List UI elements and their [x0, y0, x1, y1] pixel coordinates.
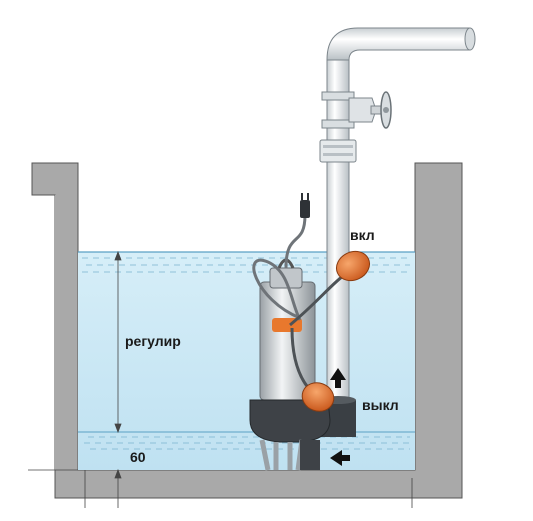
submersible-pump — [249, 258, 331, 471]
float-on-label: вкл — [350, 227, 375, 243]
tank-walls — [31, 162, 463, 499]
float-switch-upper — [335, 250, 371, 282]
arrow-left-icon — [330, 450, 350, 466]
valve-wheel-icon — [348, 91, 392, 129]
float-off-label: выкл — [362, 397, 399, 413]
plug-icon — [300, 193, 310, 218]
float-switch-lower — [301, 382, 335, 412]
power-cable — [252, 214, 307, 321]
min-level-label: 60 — [130, 449, 146, 465]
water-volume — [78, 251, 415, 470]
dimension-lines — [28, 250, 413, 508]
adjustable-range-label: регулир — [125, 333, 181, 349]
arrow-up-icon — [330, 368, 346, 388]
discharge-pipe — [319, 27, 476, 406]
